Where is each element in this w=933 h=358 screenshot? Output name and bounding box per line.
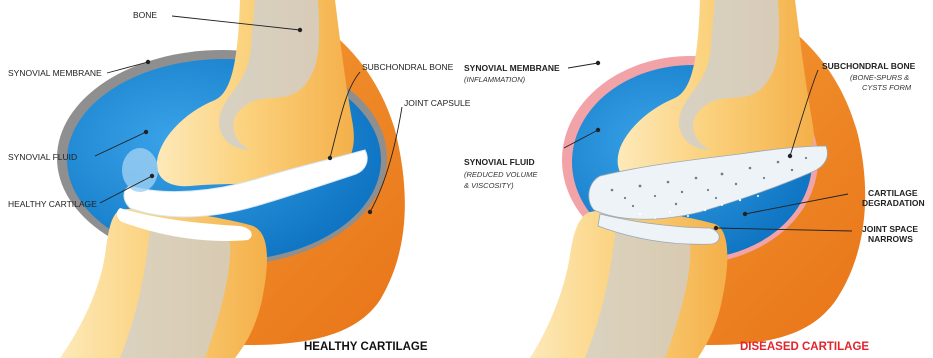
healthy-label-bone: BONE: [133, 10, 157, 20]
diseased-label-joint-space-1: JOINT SPACE: [862, 224, 918, 234]
diseased-label-subchondral-bone: SUBCHONDRAL BONE: [822, 61, 916, 71]
diseased-caption: DISEASED CARTILAGE: [740, 341, 869, 353]
diseased-label-synovial-membrane-note: (INFLAMMATION): [464, 75, 526, 84]
diseased-label-cartilage-degradation-2: DEGRADATION: [862, 198, 925, 208]
diseased-label-synovial-fluid-note-2: & VISCOSITY): [464, 181, 514, 190]
healthy-cartilage-highlight: [122, 148, 158, 192]
diseased-label-synovial-fluid: SYNOVIAL FLUID: [464, 157, 535, 167]
healthy-label-subchondral-bone: SUBCHONDRAL BONE: [362, 62, 454, 72]
diseased-label-synovial-fluid-note-1: (REDUCED VOLUME: [464, 170, 538, 179]
diseased-label-joint-space-2: NARROWS: [868, 234, 913, 244]
diseased-joint: [530, 0, 865, 358]
diseased-label-synovial-membrane: SYNOVIAL MEMBRANE: [464, 63, 560, 73]
healthy-label-synovial-fluid: SYNOVIAL FLUID: [8, 152, 77, 162]
diseased-label-subchondral-note-2: CYSTS FORM: [862, 83, 912, 92]
healthy-caption: HEALTHY CARTILAGE: [304, 341, 428, 353]
healthy-label-synovial-membrane: SYNOVIAL MEMBRANE: [8, 68, 102, 78]
healthy-label-joint-capsule: JOINT CAPSULE: [404, 98, 471, 108]
healthy-label-healthy-cartilage: HEALTHY CARTILAGE: [8, 199, 97, 209]
diseased-label-cartilage-degradation-1: CARTILAGE: [868, 188, 918, 198]
diseased-label-subchondral-note-1: (BONE-SPURS &: [850, 73, 909, 82]
healthy-joint: [57, 0, 405, 358]
